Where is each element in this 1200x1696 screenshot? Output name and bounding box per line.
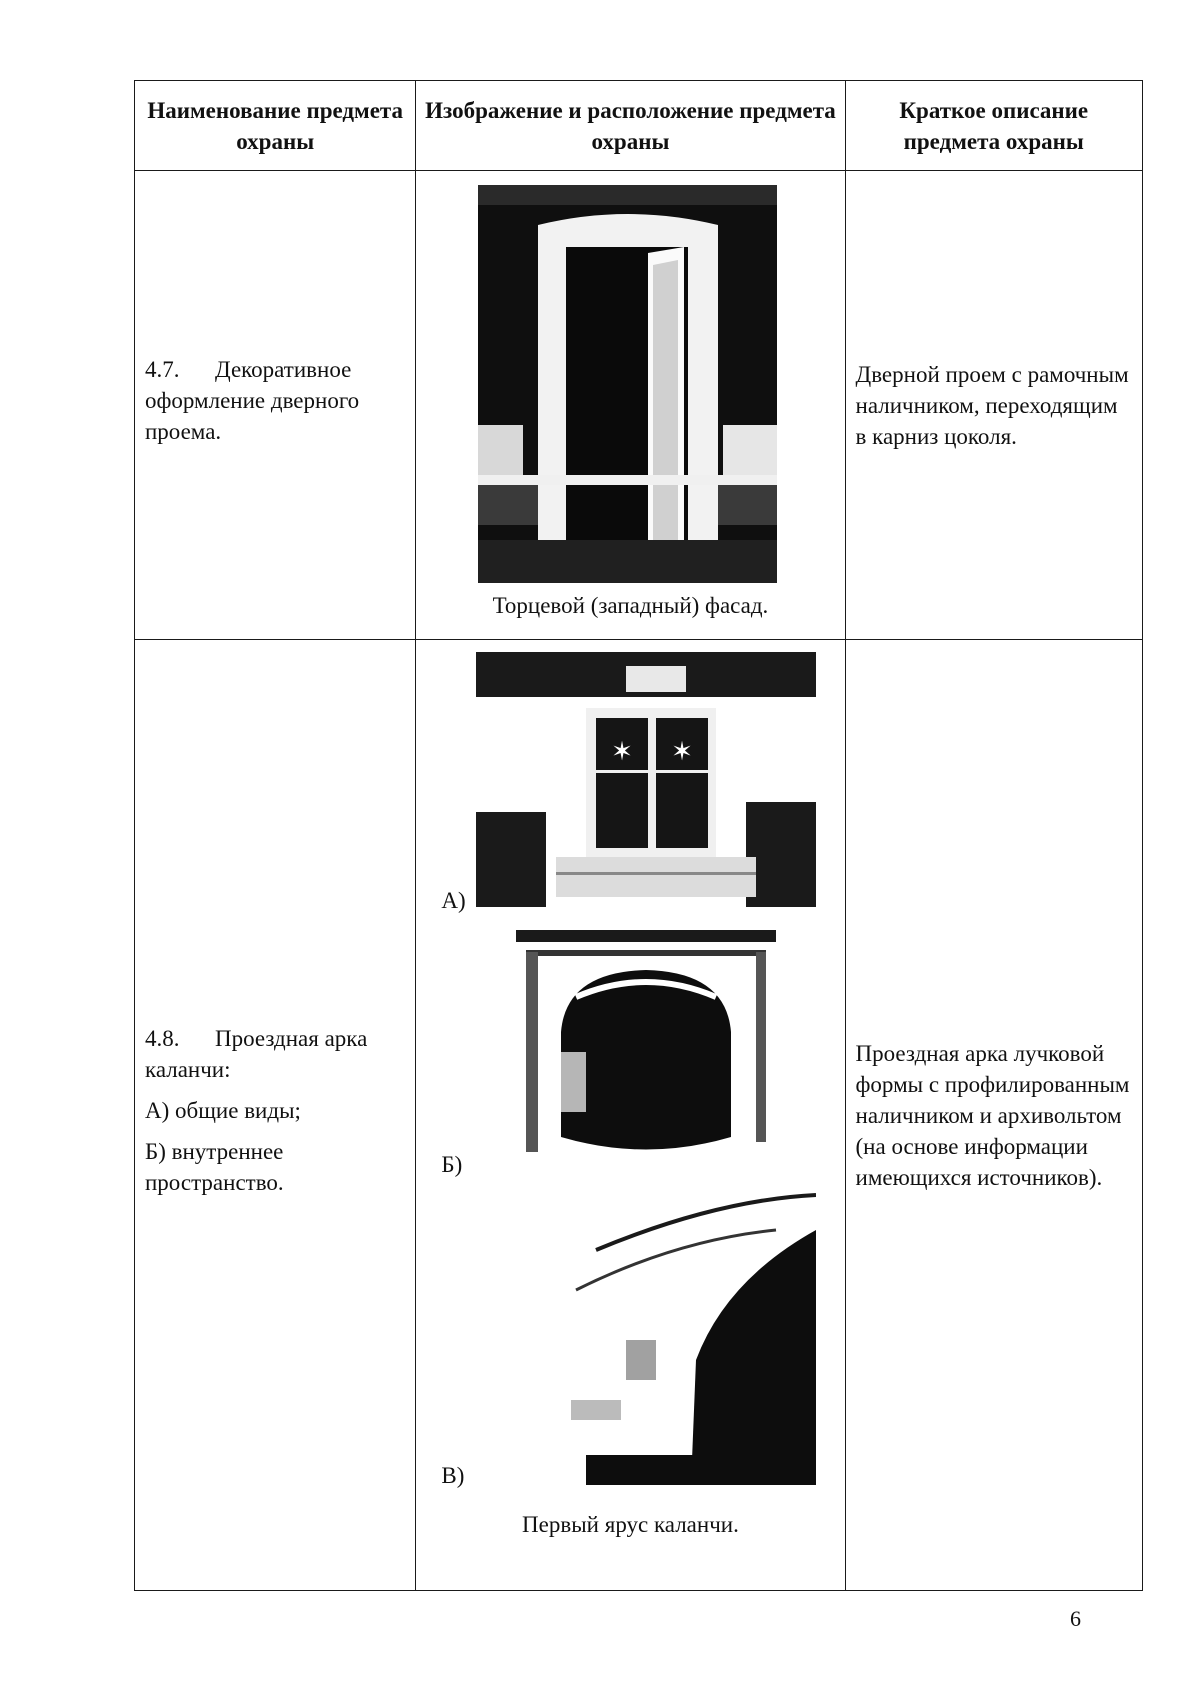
photo-label: Б) [441,1152,463,1177]
row-number: 4.8. [145,1025,180,1051]
row-name-cell: 4.7.Декоративное оформление дверного про… [133,170,417,640]
row-image-cell: ✶ ✶ А) [415,639,846,1591]
row-name-cell: 4.8.Проездная арка каланчи: А) общие вид… [133,639,417,1591]
row-name: Проездная арка каланчи: [145,1025,368,1082]
table-header-row: Наименование предмета охраны Изображение… [133,80,1144,171]
header-image: Изображение и расположение предмета охра… [415,80,846,171]
doorway-photo-icon [478,185,778,583]
image-caption: Первый ярус каланчи. [522,1512,739,1537]
arch-opening-photo-icon [476,922,817,1177]
row-number: 4.7. [145,356,180,382]
svg-text:✶: ✶ [611,737,633,767]
protection-items-table: Наименование предмета охраны Изображение… [133,80,1144,1591]
row-item: А) общие виды; [145,1097,301,1123]
row-name: Декоративное оформление дверного проема. [145,356,360,444]
row-item: Б) внутреннее пространство. [145,1138,284,1195]
row-image-cell: Торцевой (западный) фасад. [415,170,846,640]
photo-label: А) [441,888,466,913]
photo-label: В) [441,1463,465,1488]
header-name: Наименование предмета охраны [133,80,417,171]
table-row: 4.8.Проездная арка каланчи: А) общие вид… [133,639,1144,1591]
row-description: Дверной проем с рамочным наличником, пер… [844,170,1144,640]
page-number: 6 [1070,1606,1081,1631]
header-description: Краткое описание предмета охраны [844,80,1144,171]
table-row: 4.7.Декоративное оформление дверного про… [133,170,1144,640]
row-description: Проездная арка лучковой формы с профилир… [844,639,1144,1591]
svg-text:✶: ✶ [671,737,693,767]
arch-window-photo-icon: ✶ ✶ [476,652,817,907]
image-caption: Торцевой (западный) фасад. [492,593,769,618]
arch-interior-photo-icon [476,1190,817,1485]
